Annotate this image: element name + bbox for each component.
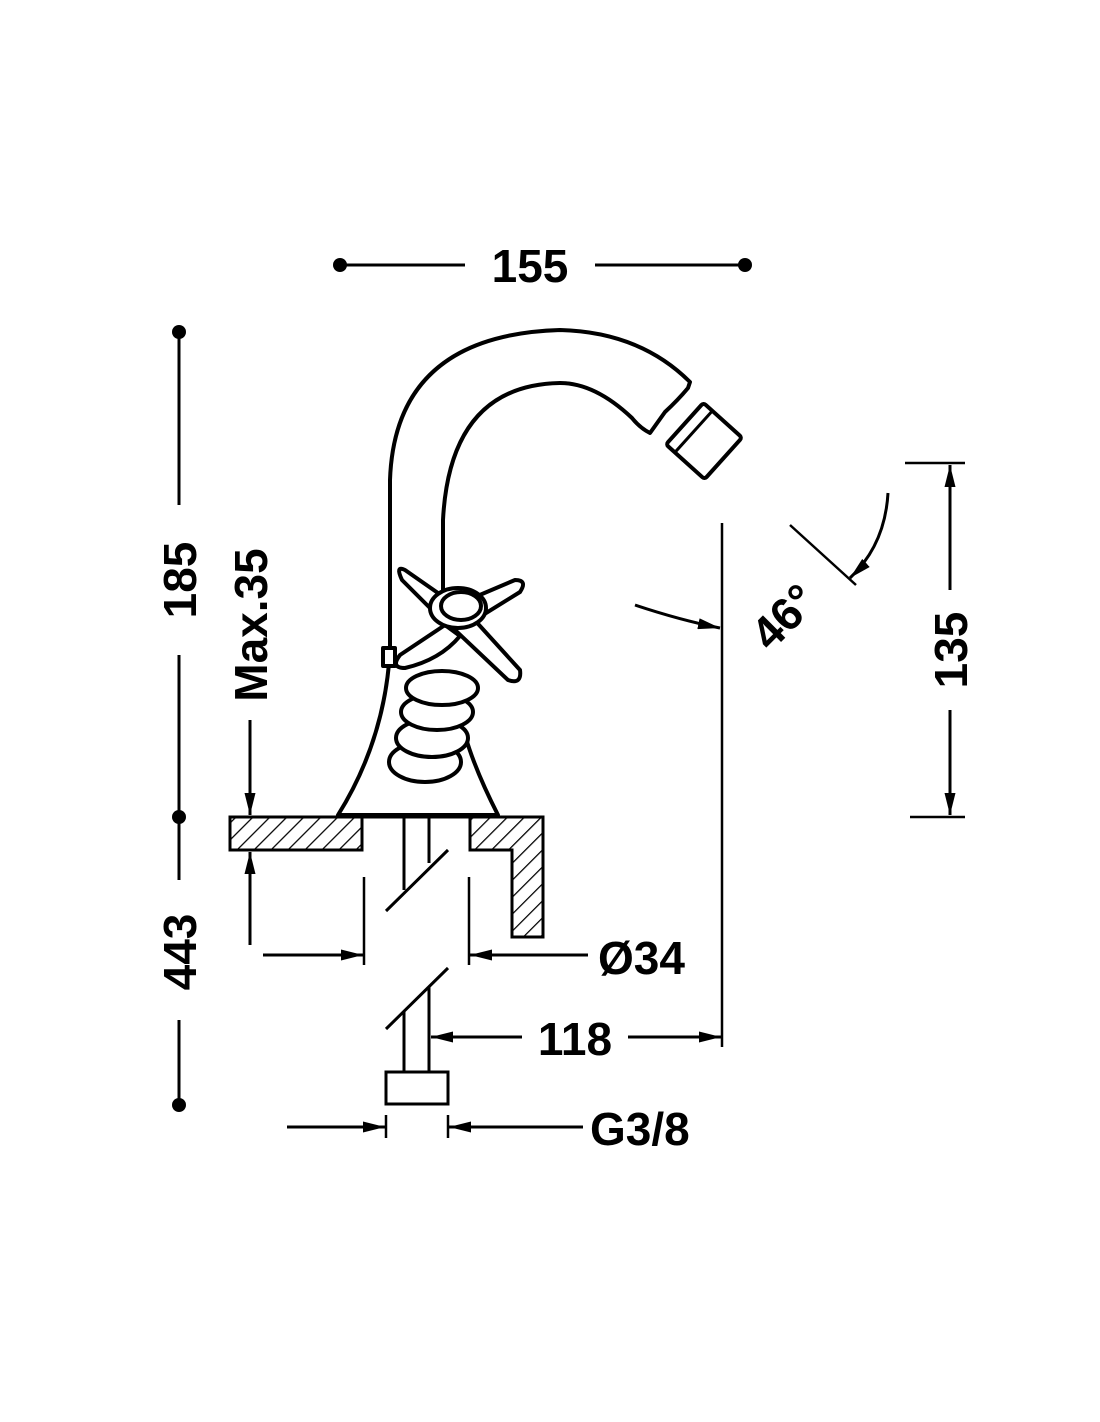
spout-height-dimension: 135 — [905, 461, 977, 819]
thread-dimension: G3/8 — [287, 1103, 690, 1155]
max-thickness-label: Max.35 — [225, 548, 277, 701]
handle-collar — [381, 646, 397, 668]
cross-handle — [394, 566, 526, 684]
angle-dimension: 46° — [634, 492, 890, 660]
thread-label: G3/8 — [590, 1103, 690, 1155]
spout-nozzle — [665, 402, 743, 480]
faucet-outline — [336, 328, 743, 817]
hole-diameter-dimension: Ø34 — [263, 877, 685, 984]
diameter-label: Ø34 — [598, 932, 685, 984]
height-label: 185 — [154, 542, 206, 619]
reach-label: 118 — [538, 1013, 612, 1065]
spout-height-label: 135 — [925, 612, 977, 689]
angle-label: 46° — [741, 574, 827, 660]
height-dimension: 185 443 — [154, 325, 206, 1112]
width-label: 155 — [492, 240, 569, 292]
reach-dimension: 118 — [431, 523, 724, 1065]
hose-length-label: 443 — [154, 914, 206, 991]
supply-hose — [384, 817, 450, 1106]
countertop-section — [228, 815, 545, 939]
connector-nut — [384, 1070, 450, 1106]
width-dimension: 155 — [333, 240, 752, 292]
deck-thickness-dimension: Max.35 — [225, 548, 277, 945]
